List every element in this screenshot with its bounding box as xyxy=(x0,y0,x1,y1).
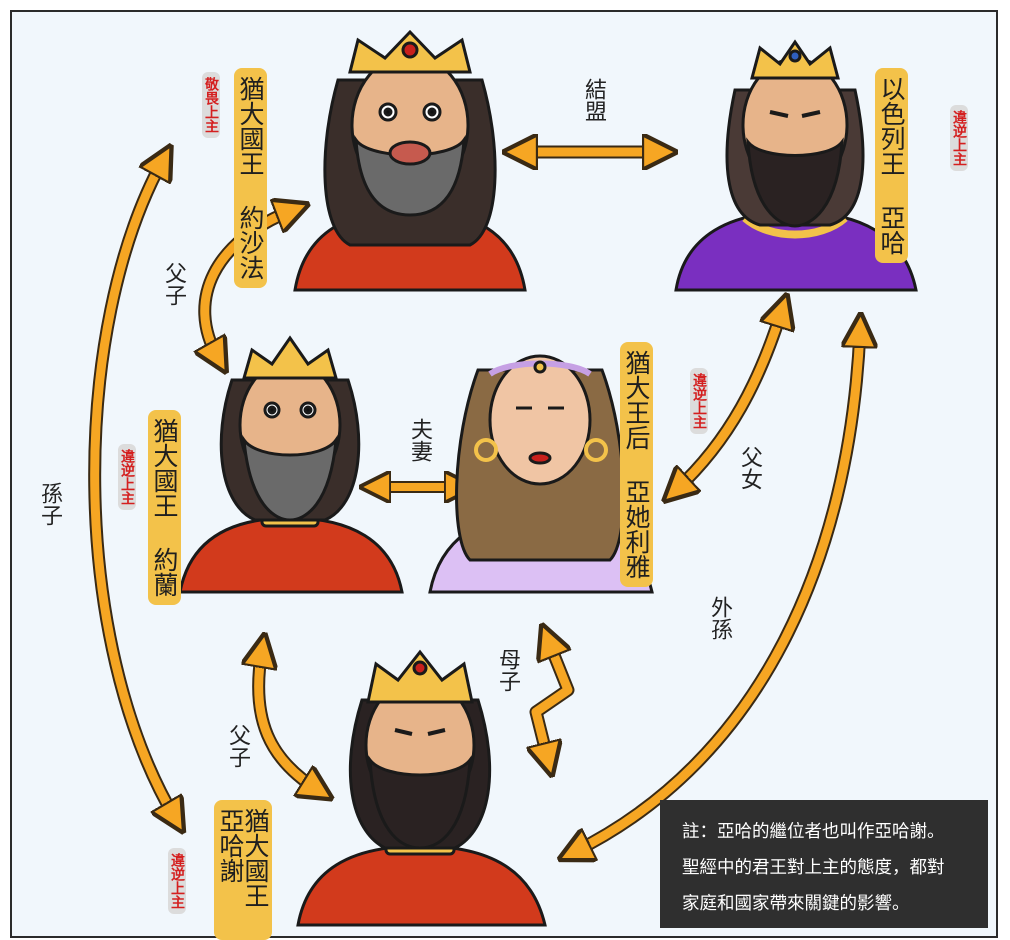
attitude-tag-ahab: 違逆上主 xyxy=(950,105,968,171)
attitude-tag-jehoram: 違逆上主 xyxy=(118,444,136,510)
name-card-ahab: 以色列王 亞哈 xyxy=(875,68,908,263)
relation-label-maternal-grandson: 外孫 xyxy=(707,596,732,640)
arrow-mother-son xyxy=(536,640,575,760)
name-card-jehoram: 猶大國王 約蘭 xyxy=(148,410,181,605)
attitude-tag-jehoshaphat: 敬畏上主 xyxy=(202,72,220,138)
portrait-jehoshaphat xyxy=(293,29,527,292)
name-card-ahaziah: 猶大國王 亞哈謝 xyxy=(214,800,272,940)
name-line-2: 亞哈 xyxy=(877,205,906,255)
footnote-line-2: 聖經中的君王對上主的態度，都對 xyxy=(682,858,945,878)
name-line-1: 猶大國王 xyxy=(150,418,179,518)
name-card-jehoshaphat: 猶大國王 約沙法 xyxy=(234,68,267,288)
footnote-line-3: 家庭和國家帶來關鍵的影響。 xyxy=(682,894,910,914)
name-card-athaliah: 猶大王后 亞她利雅 xyxy=(620,342,653,587)
arrow-grandson xyxy=(88,160,175,818)
name-line-2: 亞她利雅 xyxy=(622,479,651,579)
name-line-1: 猶大國王 xyxy=(241,808,270,908)
arrow-father-son-bottom xyxy=(259,650,318,790)
relation-arrows xyxy=(88,152,860,852)
attitude-tag-ahaziah: 違逆上主 xyxy=(168,848,186,914)
name-line-1: 以色列王 xyxy=(877,76,906,176)
name-line-1: 猶大王后 xyxy=(622,350,651,450)
relation-label-husband-wife: 夫妻 xyxy=(407,418,432,462)
attitude-tag-athaliah: 違逆上主 xyxy=(690,368,708,434)
portrait-jehoram xyxy=(178,335,404,594)
relation-label-father-daughter: 父女 xyxy=(737,446,762,490)
footnote-box: 註：亞哈的繼位者也叫作亞哈謝。 聖經中的君王對上主的態度，都對 家庭和國家帶來關… xyxy=(660,800,988,928)
relation-label-grandson: 孫子 xyxy=(37,482,62,526)
relation-label-father-son-top: 父子 xyxy=(161,262,186,306)
name-line-2: 約蘭 xyxy=(150,547,179,597)
relation-label-alliance: 結盟 xyxy=(581,78,606,122)
relation-label-father-son-bottom: 父子 xyxy=(225,724,250,768)
portrait-ahab xyxy=(674,39,918,292)
name-line-2: 約沙法 xyxy=(236,205,265,280)
portrait-ahaziah xyxy=(296,649,547,927)
portrait-athaliah xyxy=(428,354,654,594)
arrow-maternal-grandson xyxy=(574,330,860,852)
name-line-1: 猶大國王 xyxy=(236,76,265,176)
name-line-2: 亞哈謝 xyxy=(216,808,245,883)
footnote-line-1: 註：亞哈的繼位者也叫作亞哈謝。 xyxy=(682,822,945,842)
relation-label-mother-son: 母子 xyxy=(495,648,520,692)
